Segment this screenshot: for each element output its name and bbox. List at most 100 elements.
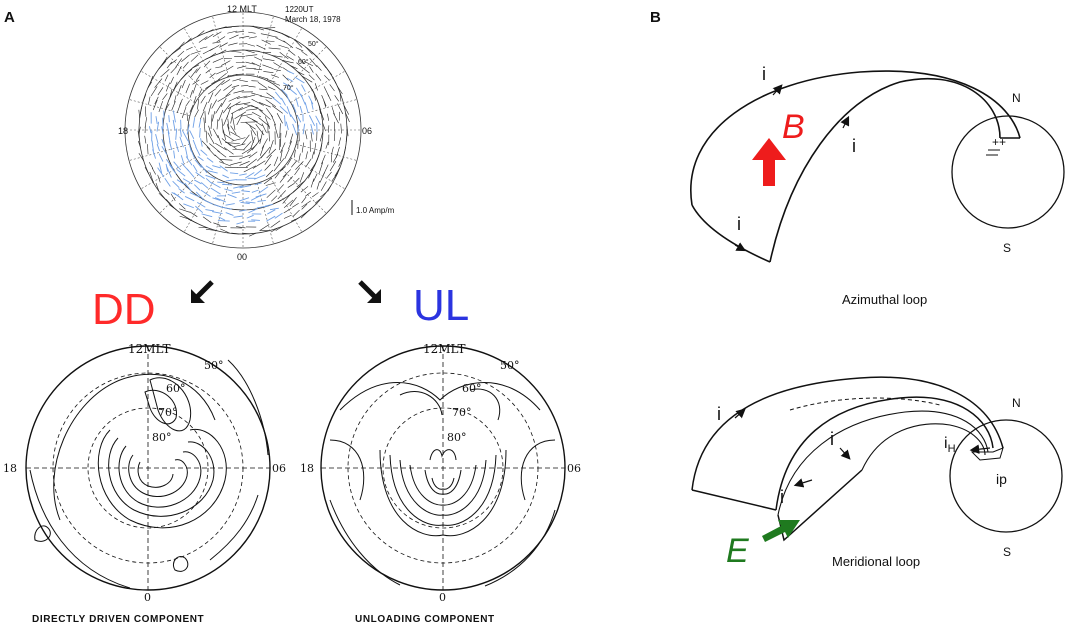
- current-vector: [219, 159, 233, 161]
- current-vector: [195, 66, 201, 74]
- current-vector: [220, 228, 230, 234]
- current-vector: [224, 188, 233, 192]
- current-vector: [282, 74, 289, 81]
- mlt-gridline: [212, 15, 230, 77]
- current-vector: [282, 82, 292, 88]
- current-vector: [248, 208, 258, 214]
- current-vector: [205, 29, 214, 34]
- current-vector: [279, 166, 286, 172]
- current-vector: [253, 68, 263, 71]
- current-vector: [252, 50, 260, 52]
- current-vector: [295, 161, 304, 170]
- current-vector: [288, 87, 297, 95]
- current-vector: [217, 73, 227, 81]
- current-vector: [286, 55, 294, 61]
- current-vector: [259, 130, 264, 144]
- ul-mlt-0: 0: [439, 591, 446, 604]
- current-vector: [212, 57, 224, 63]
- current-vector: [195, 205, 204, 214]
- current-vector: [231, 137, 246, 142]
- current-vector: [294, 167, 300, 176]
- current-vector: [216, 119, 219, 130]
- current-vector: [251, 189, 259, 193]
- current-vector: [187, 140, 192, 152]
- top-mlt-00: 00: [237, 252, 247, 262]
- current-vector: [300, 211, 309, 219]
- current-vector: [343, 147, 346, 156]
- azimuthal-current-low: i: [737, 214, 741, 234]
- current-vector: [299, 172, 305, 183]
- current-vector: [157, 87, 164, 96]
- current-vector: [186, 112, 189, 121]
- current-vector: [277, 184, 284, 192]
- current-vector: [214, 89, 222, 97]
- current-vector: [286, 94, 291, 103]
- current-vector: [231, 85, 240, 88]
- current-vector: [192, 117, 196, 128]
- current-vector: [176, 179, 185, 185]
- current-vector: [249, 232, 257, 237]
- current-vector: [346, 125, 349, 137]
- current-vector: [148, 126, 152, 134]
- current-vector: [200, 138, 203, 147]
- current-vector: [182, 178, 193, 185]
- current-vector: [319, 172, 325, 183]
- current-vector: [149, 171, 154, 184]
- current-vector: [326, 171, 332, 179]
- current-vector: [211, 78, 221, 85]
- current-vector: [305, 46, 313, 55]
- current-vector: [268, 35, 278, 38]
- current-vector: [218, 216, 226, 221]
- current-vector: [287, 183, 295, 188]
- meridional-current-low: i: [780, 487, 784, 507]
- current-vector: [261, 138, 268, 149]
- current-vector: [215, 103, 223, 114]
- current-vector: [274, 123, 279, 139]
- current-vector: [252, 160, 266, 169]
- current-vector: [184, 182, 192, 192]
- current-vector: [279, 173, 287, 183]
- current-vector: [214, 154, 224, 163]
- current-vector: [205, 174, 216, 180]
- current-vector: [233, 90, 244, 94]
- current-vector: [300, 186, 309, 193]
- current-vector: [223, 147, 234, 155]
- current-vector: [256, 205, 268, 209]
- current-vector: [279, 105, 289, 114]
- mlt-gridline: [159, 46, 205, 92]
- current-vector: [248, 86, 256, 88]
- current-vector: [228, 95, 240, 102]
- ul-mlt-12: 12MLT: [423, 342, 466, 356]
- current-vector: [236, 65, 247, 69]
- current-vector: [259, 109, 271, 120]
- current-vector: [251, 119, 263, 127]
- current-vector: [264, 116, 270, 129]
- current-vector: [304, 102, 309, 114]
- current-vector: [211, 211, 223, 214]
- current-vector: [184, 68, 193, 75]
- current-vector: [241, 147, 253, 155]
- current-vector: [188, 218, 198, 224]
- current-vector: [260, 33, 270, 36]
- current-vector: [262, 58, 275, 61]
- current-vector: [238, 197, 250, 202]
- current-vector: [208, 92, 214, 103]
- current-vector: [171, 101, 176, 111]
- current-vector: [261, 39, 271, 45]
- current-vector: [248, 36, 257, 39]
- current-vector: [169, 141, 173, 151]
- current-vector: [286, 77, 294, 82]
- current-vector: [226, 123, 231, 136]
- current-vector: [195, 73, 201, 81]
- current-vector: [273, 199, 282, 205]
- current-vector: [309, 85, 315, 93]
- current-vector: [154, 96, 159, 105]
- current-vector: [205, 130, 208, 143]
- current-vector: [268, 140, 274, 154]
- current-vector: [151, 167, 156, 175]
- current-vector: [192, 164, 198, 173]
- current-vector: [318, 162, 324, 174]
- current-vector: [271, 195, 278, 202]
- current-vector: [225, 65, 234, 71]
- current-vector: [230, 125, 237, 135]
